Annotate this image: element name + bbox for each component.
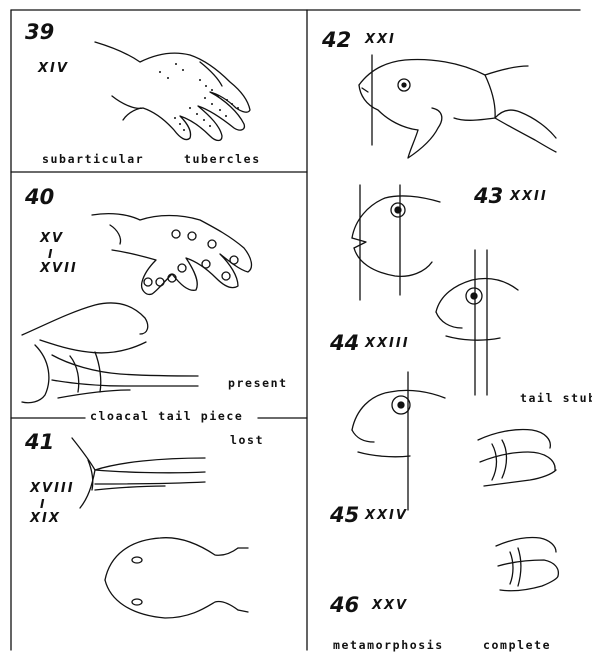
panel-number-43: 43	[474, 186, 503, 207]
caption-metamorphosis: metamorphosis	[333, 640, 444, 652]
caption-complete: complete	[483, 640, 551, 652]
panel-number-44: 44	[330, 333, 359, 354]
stage-label-39: XIV	[38, 62, 69, 75]
tail-drawing-40	[22, 303, 198, 403]
caption-subarticular: subarticular	[42, 154, 144, 166]
panel-number-39: 39	[25, 22, 54, 43]
label-cloacal-tail-piece: cloacal tail piece	[90, 411, 243, 423]
stage-label-40-bottom: XVII	[40, 262, 78, 275]
panel-number-45: 45	[330, 505, 359, 526]
hand-drawing-39	[95, 42, 250, 141]
froglet-drawing-44	[436, 250, 518, 395]
stage-label-46: XXV	[372, 599, 408, 612]
panel-number-40: 40	[25, 187, 54, 208]
label-present: present	[228, 378, 288, 390]
panel-number-46: 46	[330, 595, 359, 616]
panel-number-42: 42	[322, 30, 351, 51]
tail-drawing-41	[72, 438, 205, 508]
stage-label-40-top: XV	[40, 232, 64, 245]
froglet-drawing-45	[352, 372, 445, 510]
tail-stub-drawing	[478, 429, 556, 486]
stage-label-42: XXI	[365, 33, 396, 46]
tail-complete-drawing	[496, 537, 558, 590]
stage-label-41-top: XVIII	[30, 482, 75, 495]
froglet-drawing-43	[352, 185, 440, 300]
tadpole-drawing-42	[359, 55, 556, 158]
hand-drawing-40	[92, 214, 251, 295]
stage-label-44: XXIII	[365, 337, 410, 350]
caption-tubercles: tubercles	[184, 154, 261, 166]
label-tail-stub: tail stub	[520, 393, 592, 405]
stage-label-45: XXIV	[365, 509, 408, 522]
stage-label-41-bottom: XIX	[30, 512, 61, 525]
panel-number-41: 41	[25, 432, 54, 453]
stage-separator-40: I	[48, 247, 52, 261]
label-lost: lost	[230, 435, 264, 447]
body-outline-41	[105, 538, 248, 618]
stage-separator-41: I	[40, 497, 44, 511]
stage-label-43: XXII	[510, 190, 548, 203]
